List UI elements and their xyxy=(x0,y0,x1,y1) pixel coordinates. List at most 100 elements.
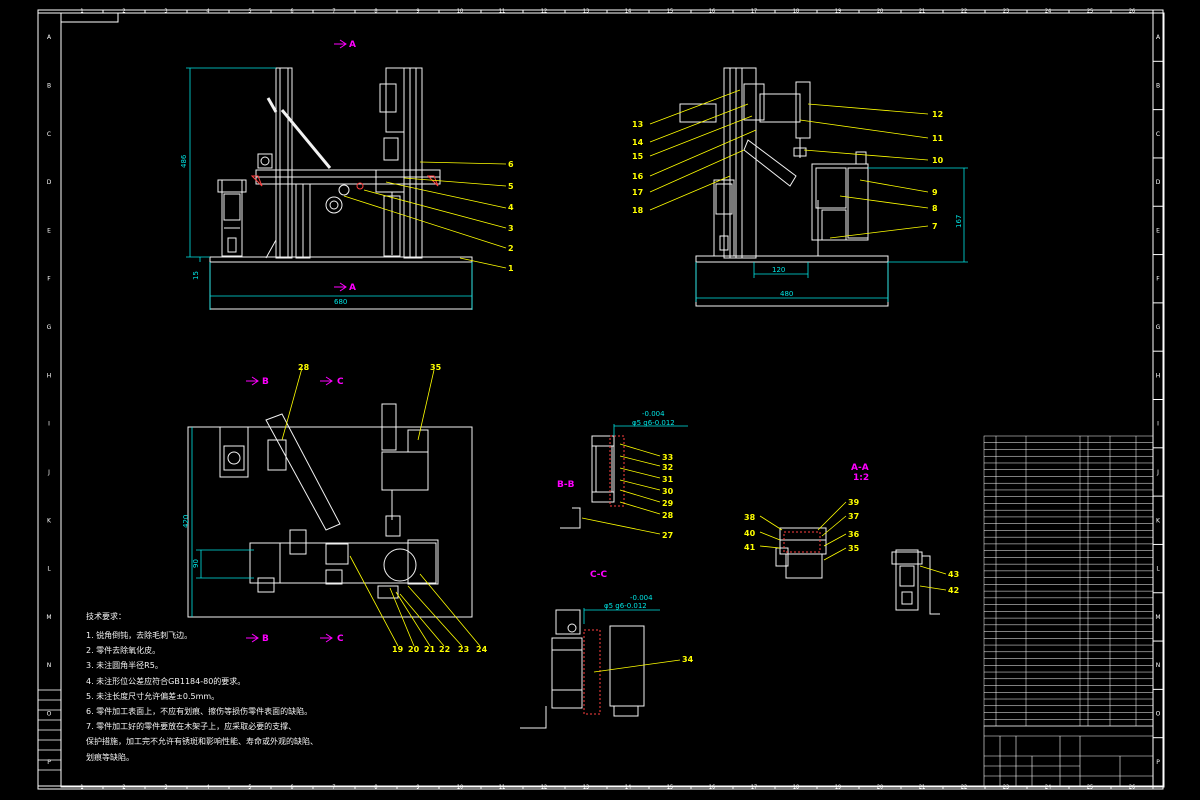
frame-zone-letter: I xyxy=(48,421,50,428)
section-label-text: A A B C B C B-B C-C A-A 1:2 xyxy=(262,40,869,644)
dim-front-width: 680 xyxy=(334,298,347,306)
balloon: 18 xyxy=(632,206,644,215)
frame-tick-marks-right xyxy=(1153,60,1163,787)
frame-zone-number: 20 xyxy=(877,785,883,791)
dim-side-height: 167 xyxy=(955,215,963,228)
frame-zone-letter: K xyxy=(47,517,52,524)
balloon: 39 xyxy=(848,498,860,507)
frame-zone-letter: L xyxy=(1156,566,1160,573)
side-base-plate xyxy=(695,255,889,307)
frame-zone-letter: K xyxy=(1156,517,1161,524)
note-line: 3. 未注圆角半径R5。 xyxy=(86,661,163,671)
balloon: 29 xyxy=(662,499,674,508)
frame-zone-letter: L xyxy=(47,566,51,573)
balloon: 27 xyxy=(662,531,673,540)
balloon: 40 xyxy=(744,529,756,538)
frame-zone-number: 5 xyxy=(248,9,251,15)
frame-zone-number: 9 xyxy=(416,785,419,791)
note-line: 6. 零件加工表面上，不应有划痕、擦伤等损伤零件表面的缺陷。 xyxy=(86,707,313,716)
frame-zone-number: 19 xyxy=(835,785,841,791)
balloon: 16 xyxy=(632,172,644,181)
frame-zone-number: 24 xyxy=(1045,9,1051,15)
frame-zone-letter: D xyxy=(47,179,52,186)
frame-zone-letter: F xyxy=(47,276,51,283)
section-a-bottom-label: A xyxy=(349,283,356,293)
balloon: 9 xyxy=(932,188,938,197)
frame-zone-number: 21 xyxy=(919,785,925,791)
balloon: 8 xyxy=(932,204,938,213)
frame-zone-number: 16 xyxy=(709,785,715,791)
frame-zone-number: 12 xyxy=(541,785,547,791)
frame-zone-letter: A xyxy=(47,34,52,41)
balloon: 14 xyxy=(632,138,644,147)
section-aa-leaders xyxy=(759,501,847,561)
balloon: 1 xyxy=(508,264,514,273)
front-section-markers xyxy=(334,39,347,292)
frame-zone-number: 24 xyxy=(1045,785,1051,791)
balloon: 21 xyxy=(424,645,436,654)
frame-zone-letter: M xyxy=(1155,614,1160,621)
fit-bb-lower: φ5 g6-0.012 xyxy=(632,419,675,427)
balloon: 3 xyxy=(508,224,514,233)
balloon: 19 xyxy=(392,645,404,654)
section-aa xyxy=(775,527,827,579)
frame-zone-letter: C xyxy=(47,131,51,138)
frame-zone-letter: P xyxy=(1156,759,1160,766)
balloon: 24 xyxy=(476,645,488,654)
front-cylinder-vertical xyxy=(385,67,405,133)
balloon: 22 xyxy=(439,645,450,654)
frame-zone-letter: J xyxy=(47,469,50,476)
balloon: 42 xyxy=(948,586,959,595)
section-cc-title: C-C xyxy=(590,570,608,580)
balloon: 30 xyxy=(662,487,674,496)
section-bb-leaders xyxy=(581,443,661,535)
note-line: 7. 零件加工好的零件要放在木架子上，应采取必要的支撑、 xyxy=(86,722,297,732)
dim-side-offset: 120 xyxy=(772,266,785,274)
balloon: 6 xyxy=(508,160,514,169)
section-cc xyxy=(520,609,645,729)
balloon: 34 xyxy=(682,655,694,664)
section-aa-title: A-A xyxy=(851,463,869,473)
balloon: 17 xyxy=(632,188,643,197)
frame-zone-number: 10 xyxy=(457,785,463,791)
frame-zone-letter: D xyxy=(1156,179,1161,186)
frame-zone-number: 2 xyxy=(122,785,125,791)
frame-zone-number: 3 xyxy=(164,785,167,791)
balloon: 32 xyxy=(662,463,673,472)
balloon: 43 xyxy=(948,570,959,579)
air-filter-leaders xyxy=(919,565,947,591)
frame-zone-number: 6 xyxy=(290,9,293,15)
frame-zone-letter: B xyxy=(47,82,51,89)
section-b-top-label: B xyxy=(262,377,269,387)
frame-zone-number: 22 xyxy=(961,9,967,15)
frame-zone-number: 19 xyxy=(835,9,841,15)
plan-view-dimensions xyxy=(191,427,254,617)
section-cc-dimension xyxy=(583,608,660,624)
frame-zone-letter: G xyxy=(1156,324,1161,331)
balloon: 41 xyxy=(744,543,756,552)
frame-zone-letter: N xyxy=(1156,662,1161,669)
balloon: 5 xyxy=(508,182,514,191)
frame-zone-number: 7 xyxy=(332,9,335,15)
balloon: 13 xyxy=(632,120,643,129)
section-b-bottom-label: B xyxy=(262,634,269,644)
frame-zone-number: 14 xyxy=(625,9,631,15)
section-c-bottom-label: C xyxy=(337,634,344,644)
plan-section-markers xyxy=(246,376,333,643)
frame-zone-number: 18 xyxy=(793,785,799,791)
frame-zone-number: 1 xyxy=(80,785,83,791)
frame-zone-number: 13 xyxy=(583,9,589,15)
frame-zone-letter: B xyxy=(1156,82,1160,89)
balloon: 23 xyxy=(458,645,469,654)
frame-zone-letter: J xyxy=(1156,469,1159,476)
frame-zone-number: 25 xyxy=(1087,785,1093,791)
section-bb-title: B-B xyxy=(557,480,575,490)
frame-zone-number: 5 xyxy=(248,785,251,791)
side-view xyxy=(679,67,889,307)
section-cc-leader xyxy=(593,659,681,673)
frame-zone-letter: M xyxy=(46,614,51,621)
frame-zone-number: 20 xyxy=(877,9,883,15)
frame-zone-letter: P xyxy=(47,759,51,766)
balloon: 12 xyxy=(932,110,943,119)
